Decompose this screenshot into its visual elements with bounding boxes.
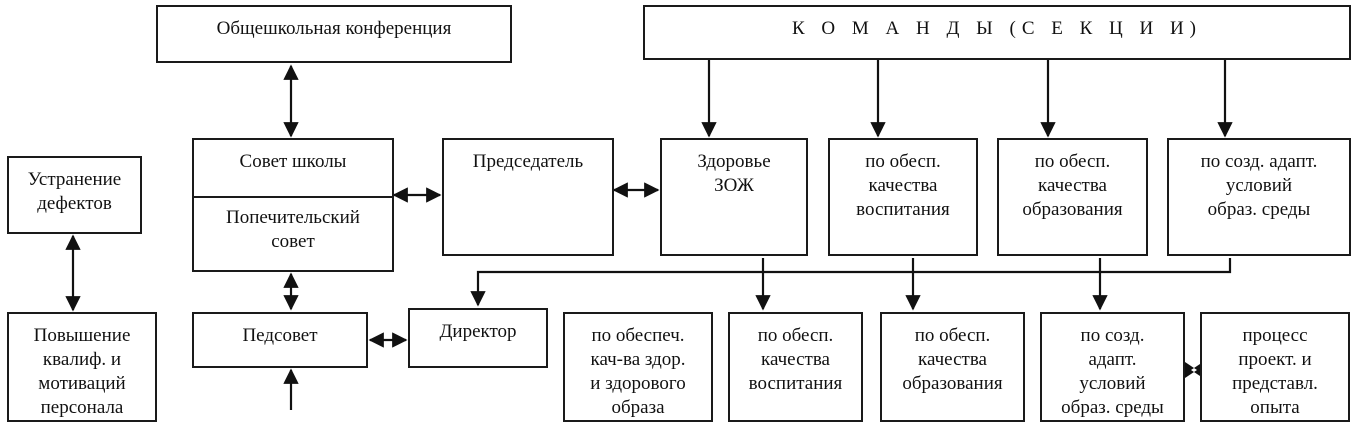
qualification-label: Повышение квалиф. и мотиваций персонала <box>33 325 131 418</box>
upbringing-quality-2-label: по обесп. качества воспитания <box>748 325 843 394</box>
upbringing-team-box: по обесп. качества воспитания <box>828 138 978 256</box>
adaptive-team-label: по созд. адапт. условий образ. среды <box>1200 151 1318 220</box>
pedsovet-label: Педсовет <box>242 325 318 346</box>
bowtie-connector <box>1185 362 1203 378</box>
teams-bus <box>470 258 1232 307</box>
school-council-box: Совет школы Попечительский совет <box>192 138 394 272</box>
education-team-label: по обесп. качества образования <box>1022 151 1123 220</box>
qualification-box: Повышение квалиф. и мотиваций персонала <box>7 312 157 422</box>
education-team-box: по обесп. качества образования <box>997 138 1148 256</box>
health-quality-box: по обеспеч. кач-ва здор. и здорового обр… <box>563 312 713 422</box>
upbringing-quality-2-box: по обесп. качества воспитания <box>728 312 863 422</box>
adaptive-conditions-box: по созд. адапт. условий образ. среды <box>1040 312 1185 422</box>
design-process-box: процесс проект. и представл. опыта <box>1200 312 1350 422</box>
upbringing-team-label: по обесп. качества воспитания <box>856 151 950 220</box>
health-team-box: Здоровье ЗОЖ <box>660 138 808 256</box>
trustees-label: Попечительский совет <box>226 207 360 252</box>
teams-header-label: К О М А Н Д Ы (С Е К Ц И И) <box>791 18 1203 39</box>
school-council-section: Совет школы <box>194 140 392 198</box>
adaptive-conditions-label: по созд. адапт. условий образ. среды <box>1061 325 1164 418</box>
chairman-box: Председатель <box>442 138 614 256</box>
chairman-label: Председатель <box>472 151 584 172</box>
adaptive-team-box: по созд. адапт. условий образ. среды <box>1167 138 1351 256</box>
connectors-layer <box>65 60 1233 410</box>
director-box: Директор <box>408 308 548 368</box>
design-process-label: процесс проект. и представл. опыта <box>1232 325 1318 418</box>
defects-label: Устранение дефектов <box>27 169 122 214</box>
pedsovet-box: Педсовет <box>192 312 368 368</box>
health-quality-label: по обеспеч. кач-ва здор. и здорового обр… <box>590 325 686 418</box>
education-quality-2-label: по обесп. качества образования <box>902 325 1003 394</box>
conference-label: Общешкольная конференция <box>216 18 452 39</box>
trustees-section: Попечительский совет <box>194 198 392 254</box>
health-team-label: Здоровье ЗОЖ <box>697 151 771 196</box>
teams-header-box: К О М А Н Д Ы (С Е К Ц И И) <box>643 5 1351 60</box>
director-label: Директор <box>439 321 517 342</box>
conference-box: Общешкольная конференция <box>156 5 512 63</box>
education-quality-2-box: по обесп. качества образования <box>880 312 1025 422</box>
defects-box: Устранение дефектов <box>7 156 142 234</box>
school-council-label: Совет школы <box>239 151 347 172</box>
